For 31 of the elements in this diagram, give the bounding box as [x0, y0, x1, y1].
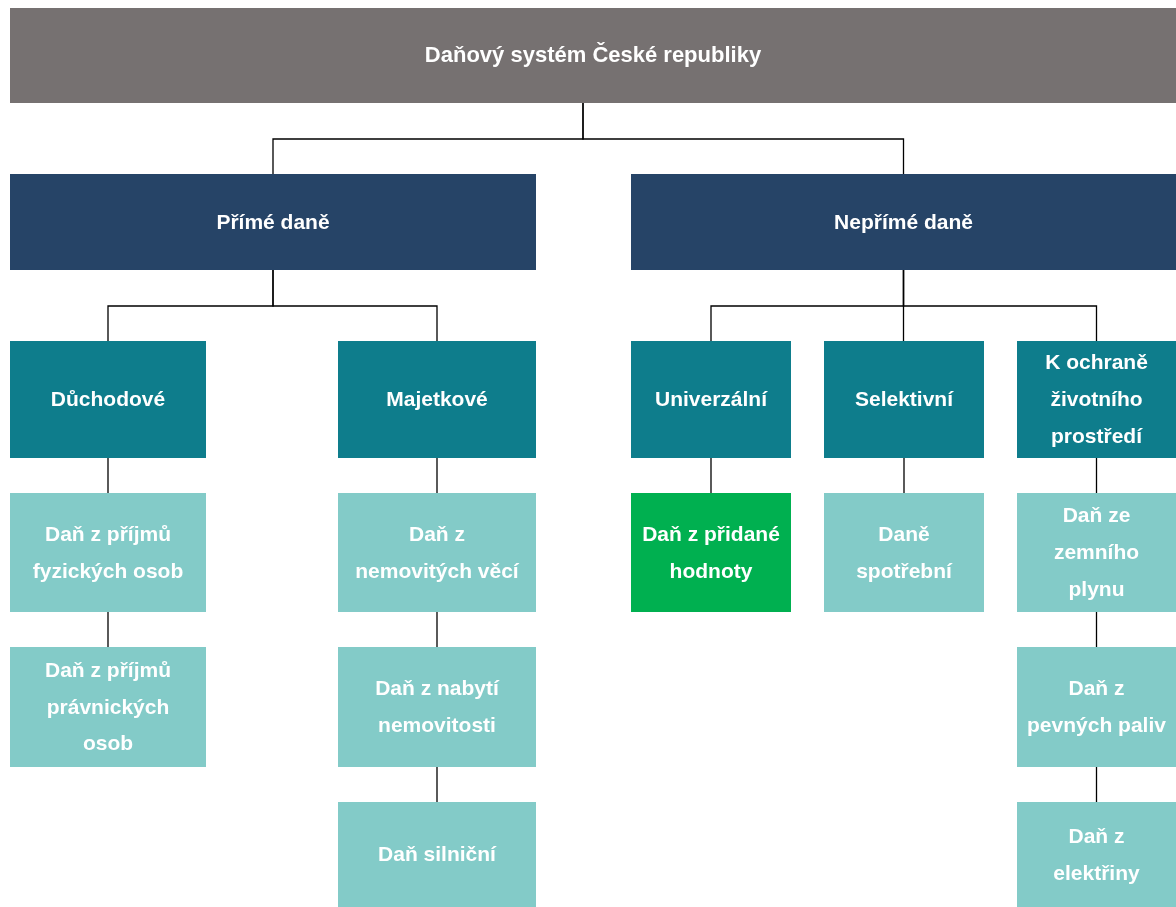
- subcategory-box: Selektivní: [824, 341, 984, 458]
- category-box: Přímé daně: [10, 174, 536, 270]
- subcategory-box: Majetkové: [338, 341, 536, 458]
- tax-box: Daň z elektřiny: [1017, 802, 1176, 907]
- tax-box: Daň z nabytí nemovitosti: [338, 647, 536, 767]
- subcategory-box: Univerzální: [631, 341, 791, 458]
- connector-line: [1095, 457, 1098, 494]
- connector-line: [436, 457, 438, 494]
- connector-line: [1095, 766, 1098, 803]
- connector-line: [903, 457, 905, 494]
- title-box: Daňový systém České republiky: [10, 8, 1176, 103]
- subcategory-box: K ochraně životního prostředí: [1017, 341, 1176, 458]
- tax-box: Daň z příjmů fyzických osob: [10, 493, 206, 612]
- connector-line: [107, 457, 109, 494]
- highlighted-tax-box: Daň z přidané hodnoty: [631, 493, 791, 612]
- connector-line: [582, 102, 905, 175]
- connector-line: [902, 269, 1098, 342]
- tax-box: Daň silniční: [338, 802, 536, 907]
- tax-box: Daň z příjmů právnických osob: [10, 647, 206, 767]
- tax-box: Daň z pevných paliv: [1017, 647, 1176, 767]
- tax-box: Daň z nemovitých věcí: [338, 493, 536, 612]
- connector-line: [436, 766, 438, 803]
- subcategory-box: Důchodové: [10, 341, 206, 458]
- tax-box: Daň ze zemního plynu: [1017, 493, 1176, 612]
- connector-line: [710, 457, 712, 494]
- category-box: Nepřímé daně: [631, 174, 1176, 270]
- connector-line: [272, 269, 438, 342]
- connector-line: [436, 611, 438, 648]
- connector-line: [107, 611, 109, 648]
- connector-line: [1095, 611, 1098, 648]
- tax-box: Daně spotřební: [824, 493, 984, 612]
